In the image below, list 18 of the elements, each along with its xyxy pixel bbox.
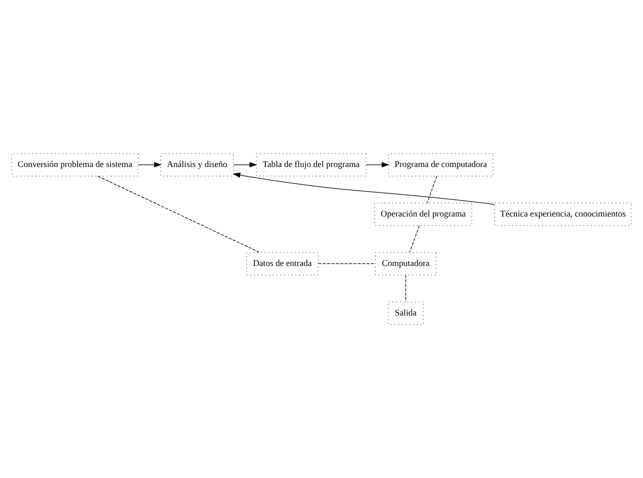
- connector: [98, 176, 260, 253]
- arrow: [366, 162, 390, 168]
- node-box: Conversión problema de sistema: [11, 153, 139, 176]
- connector: [409, 225, 420, 253]
- node-box: Datos de entrada: [246, 252, 318, 276]
- connector: [426, 176, 438, 204]
- node-box: Análisis y diseño: [160, 153, 234, 176]
- arrow: [233, 162, 258, 168]
- node-box: Operación del programa: [374, 202, 472, 226]
- node-box: Salida: [388, 302, 424, 325]
- arrow: [232, 172, 495, 205]
- node-box: Computadora: [375, 252, 436, 276]
- connector: [405, 274, 406, 302]
- node-box: Técnica experiencia, conocimientos: [494, 202, 632, 226]
- node-box: Tabla de flujo del programa: [256, 153, 366, 176]
- connector: [318, 263, 376, 264]
- arrow: [138, 162, 162, 168]
- node-box: Programa de computadora: [388, 153, 494, 176]
